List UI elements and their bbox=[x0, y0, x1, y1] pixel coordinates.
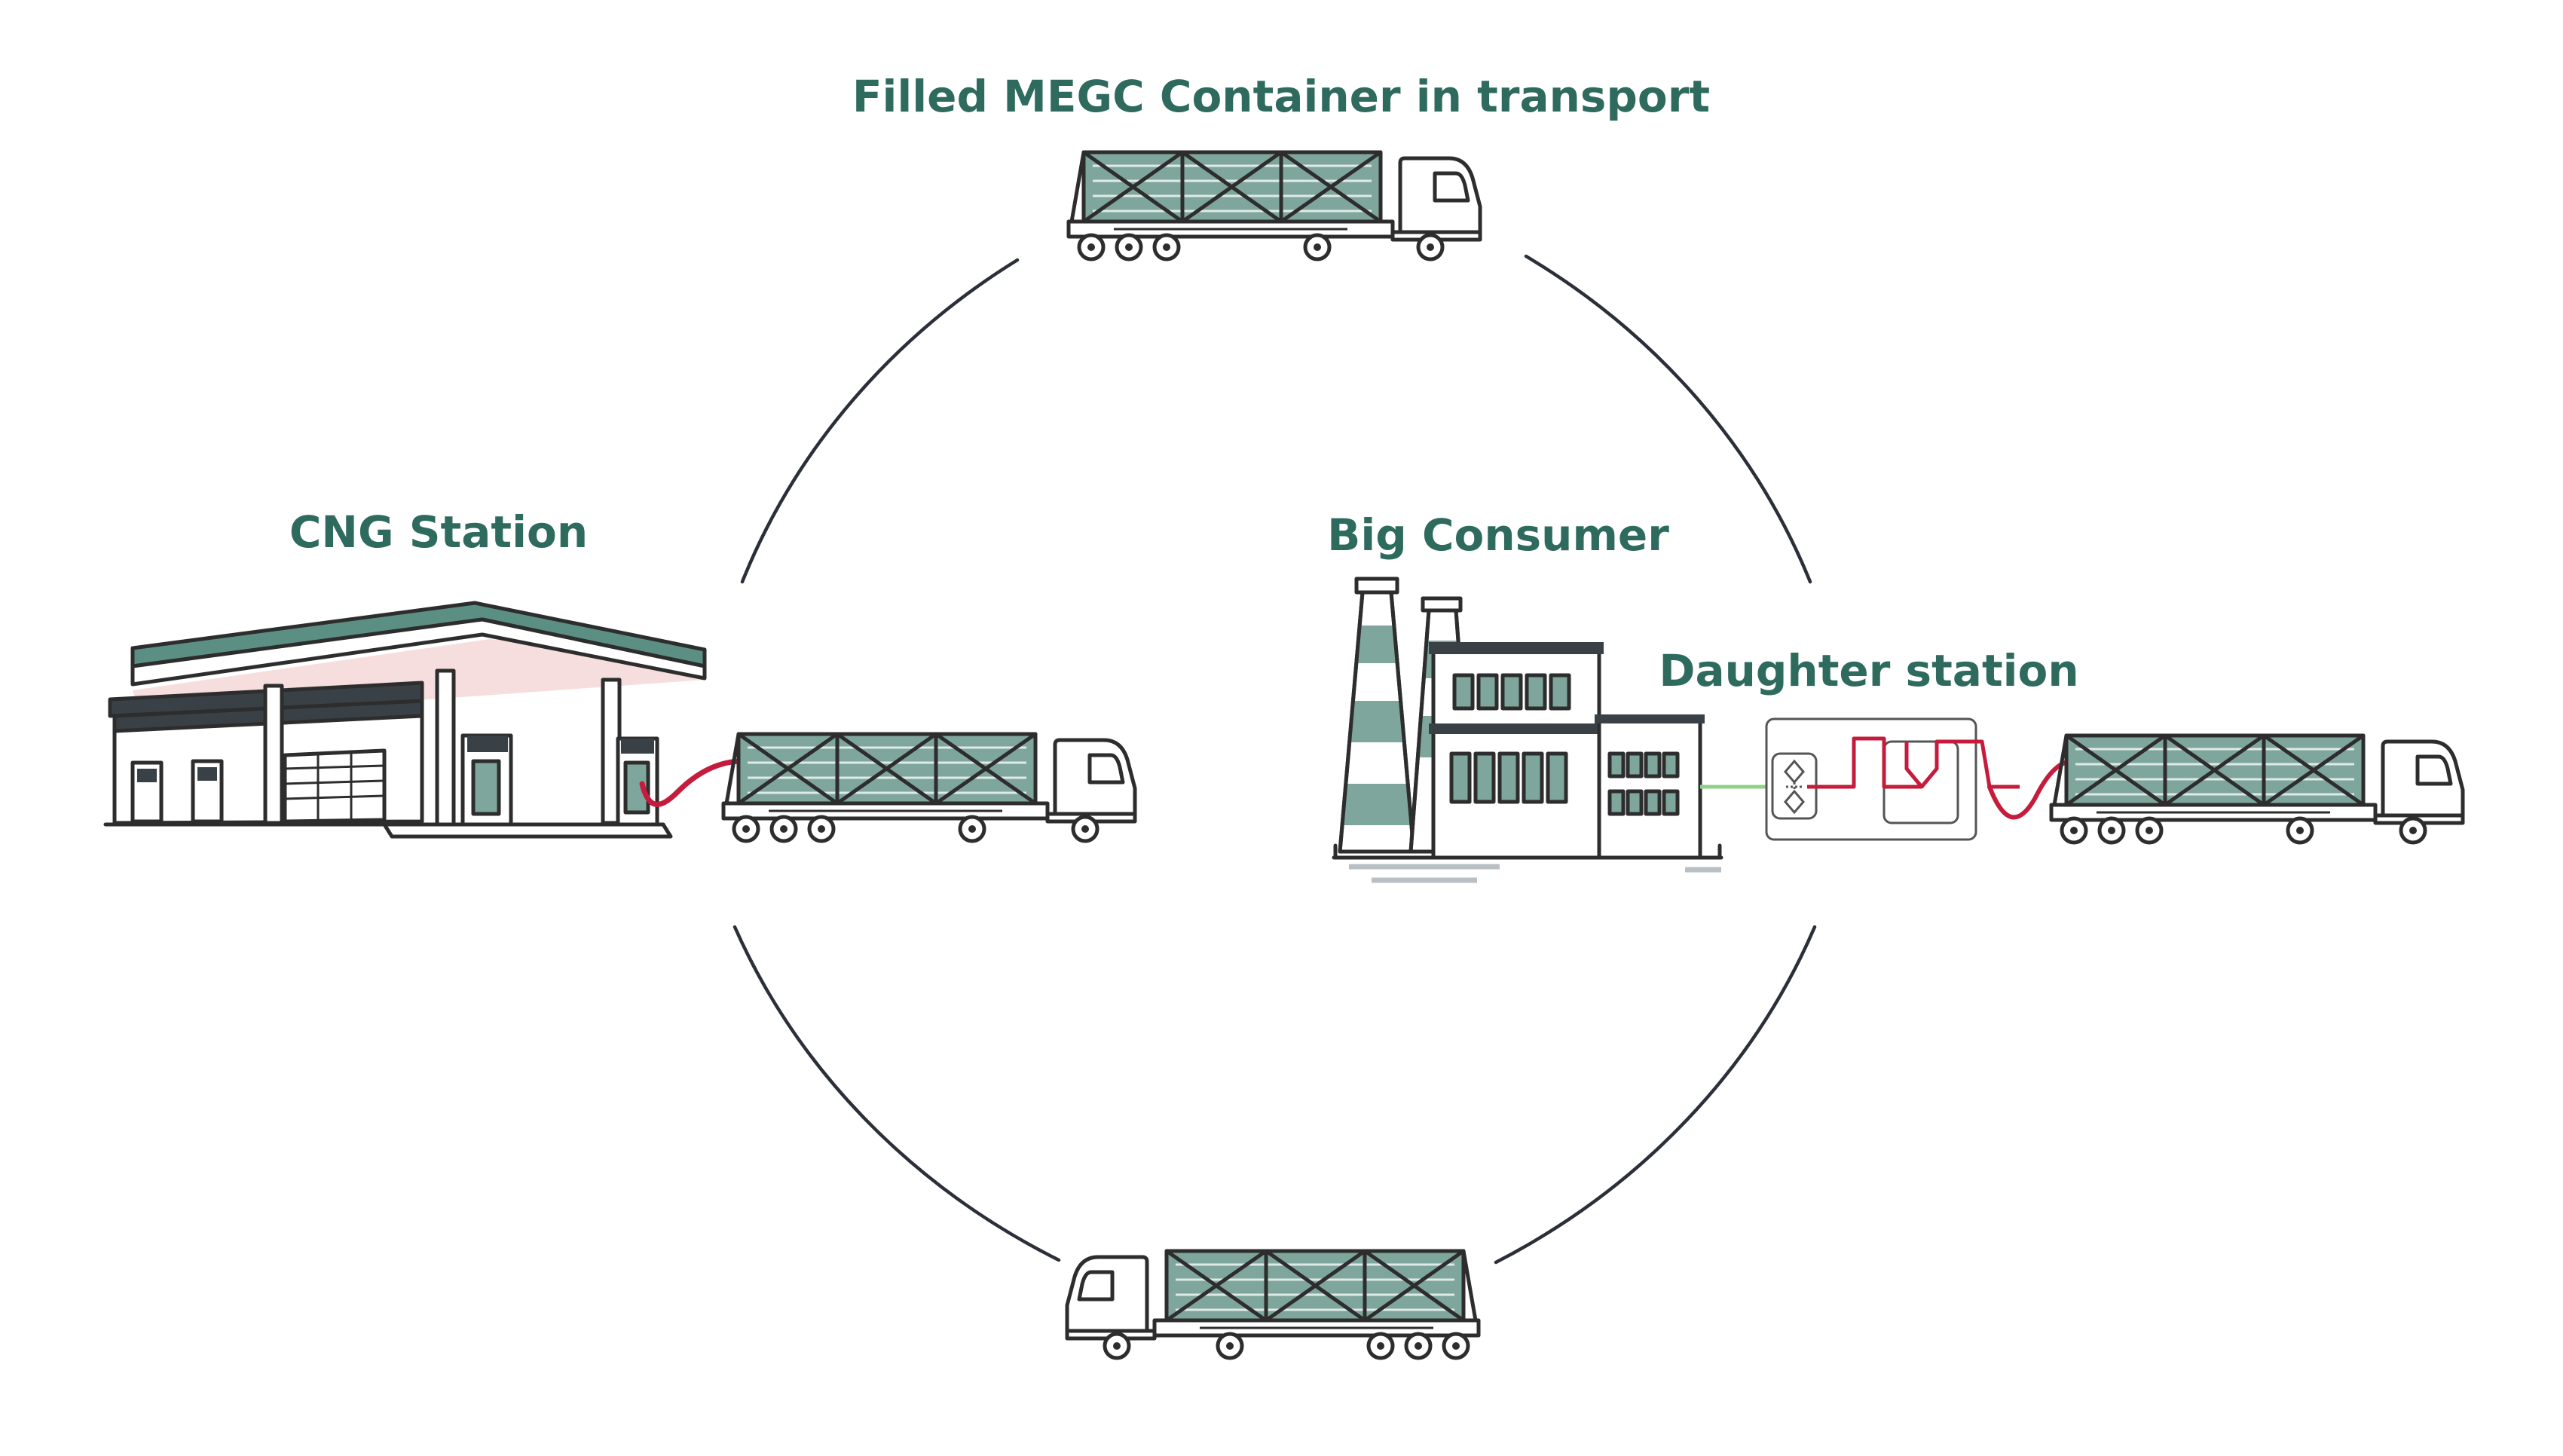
cycle-arcs bbox=[733, 254, 1817, 1265]
arc-bottom-left bbox=[733, 925, 1061, 1262]
transport-truck-bottom bbox=[1067, 1251, 1479, 1358]
pressure-reduction-unit-icon bbox=[1765, 717, 2073, 841]
arc-bottom-right bbox=[1494, 925, 1817, 1265]
top-label: Filled MEGC Container in transport bbox=[852, 71, 1710, 122]
big-consumer-label: Big Consumer bbox=[1327, 509, 1669, 561]
truck-at-cng-station bbox=[723, 734, 1135, 841]
factory-icon bbox=[1332, 577, 1723, 883]
transport-truck-top bbox=[1069, 152, 1480, 259]
hose-daughter bbox=[1987, 759, 2073, 820]
daughter-station-label: Daughter station bbox=[1659, 645, 2078, 696]
arc-top-left bbox=[740, 258, 1020, 584]
hose-cng bbox=[639, 758, 745, 807]
cng-station-label: CNG Station bbox=[289, 506, 588, 558]
truck-at-daughter-station bbox=[2051, 736, 2463, 843]
arc-top-right bbox=[1524, 254, 1812, 584]
gas-station-icon bbox=[103, 601, 745, 839]
